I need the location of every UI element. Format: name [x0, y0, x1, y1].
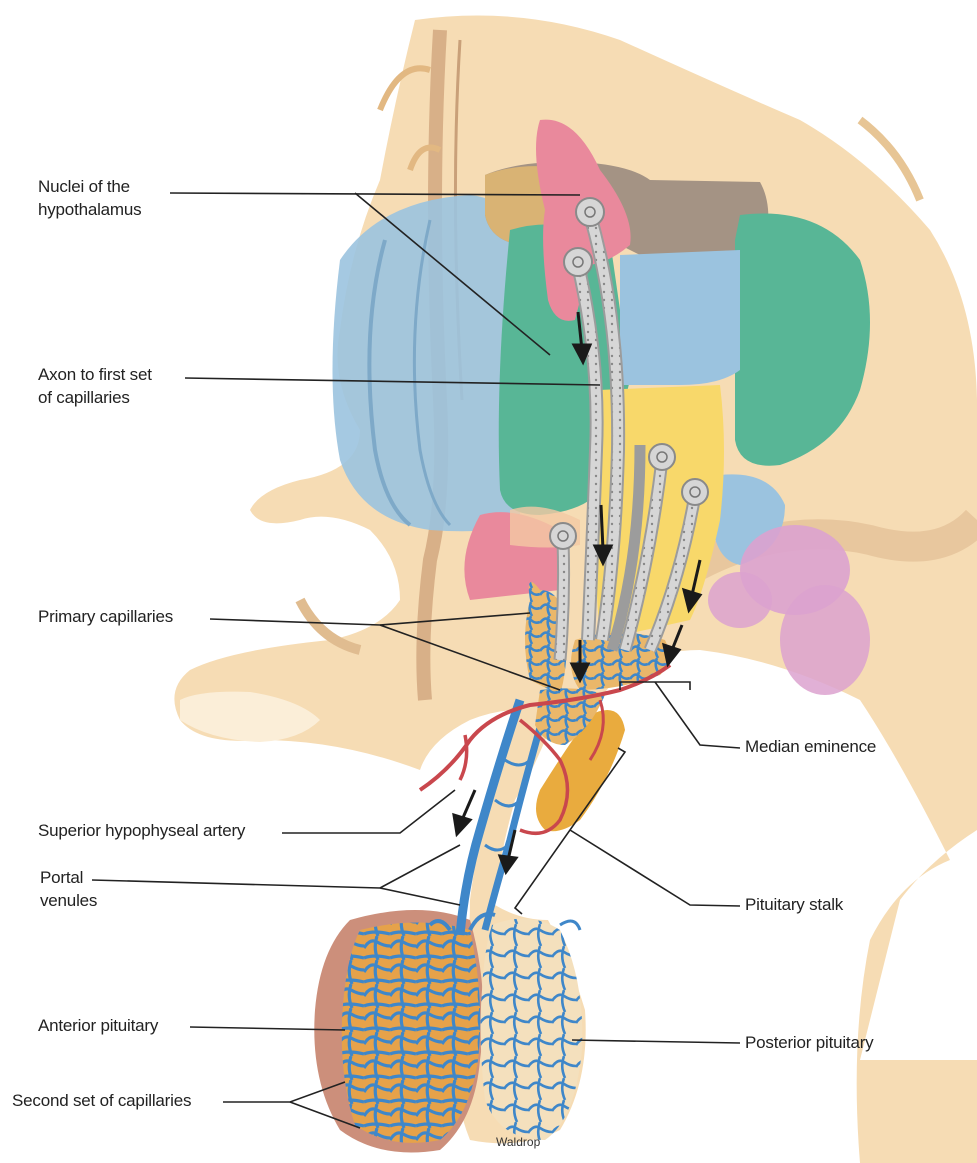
- posterior-pituitary: [481, 919, 583, 1140]
- label-portal-line2: venules: [40, 889, 97, 912]
- label-axon: Axon to first set of capillaries: [38, 363, 152, 409]
- label-primary-capillaries: Primary capillaries: [38, 605, 173, 628]
- label-portal-line1: Portal: [40, 866, 97, 889]
- label-anterior-pituitary: Anterior pituitary: [38, 1014, 158, 1037]
- label-axon-line2: of capillaries: [38, 386, 152, 409]
- anterior-pituitary: [314, 910, 483, 1153]
- artist-signature: Waldrop: [496, 1135, 540, 1149]
- label-median-eminence: Median eminence: [745, 735, 876, 758]
- label-nuclei-hypothalamus: Nuclei of the hypothalamus: [38, 175, 141, 221]
- label-axon-line1: Axon to first set: [38, 363, 152, 386]
- label-portal-venules: Portal venules: [40, 866, 97, 912]
- label-nuclei-line2: hypothalamus: [38, 198, 141, 221]
- label-nuclei-line1: Nuclei of the: [38, 175, 141, 198]
- label-second-capillaries: Second set of capillaries: [12, 1089, 191, 1112]
- label-superior-hypophyseal-artery: Superior hypophyseal artery: [38, 819, 245, 842]
- label-posterior-pituitary: Posterior pituitary: [745, 1031, 873, 1054]
- label-pituitary-stalk: Pituitary stalk: [745, 893, 843, 916]
